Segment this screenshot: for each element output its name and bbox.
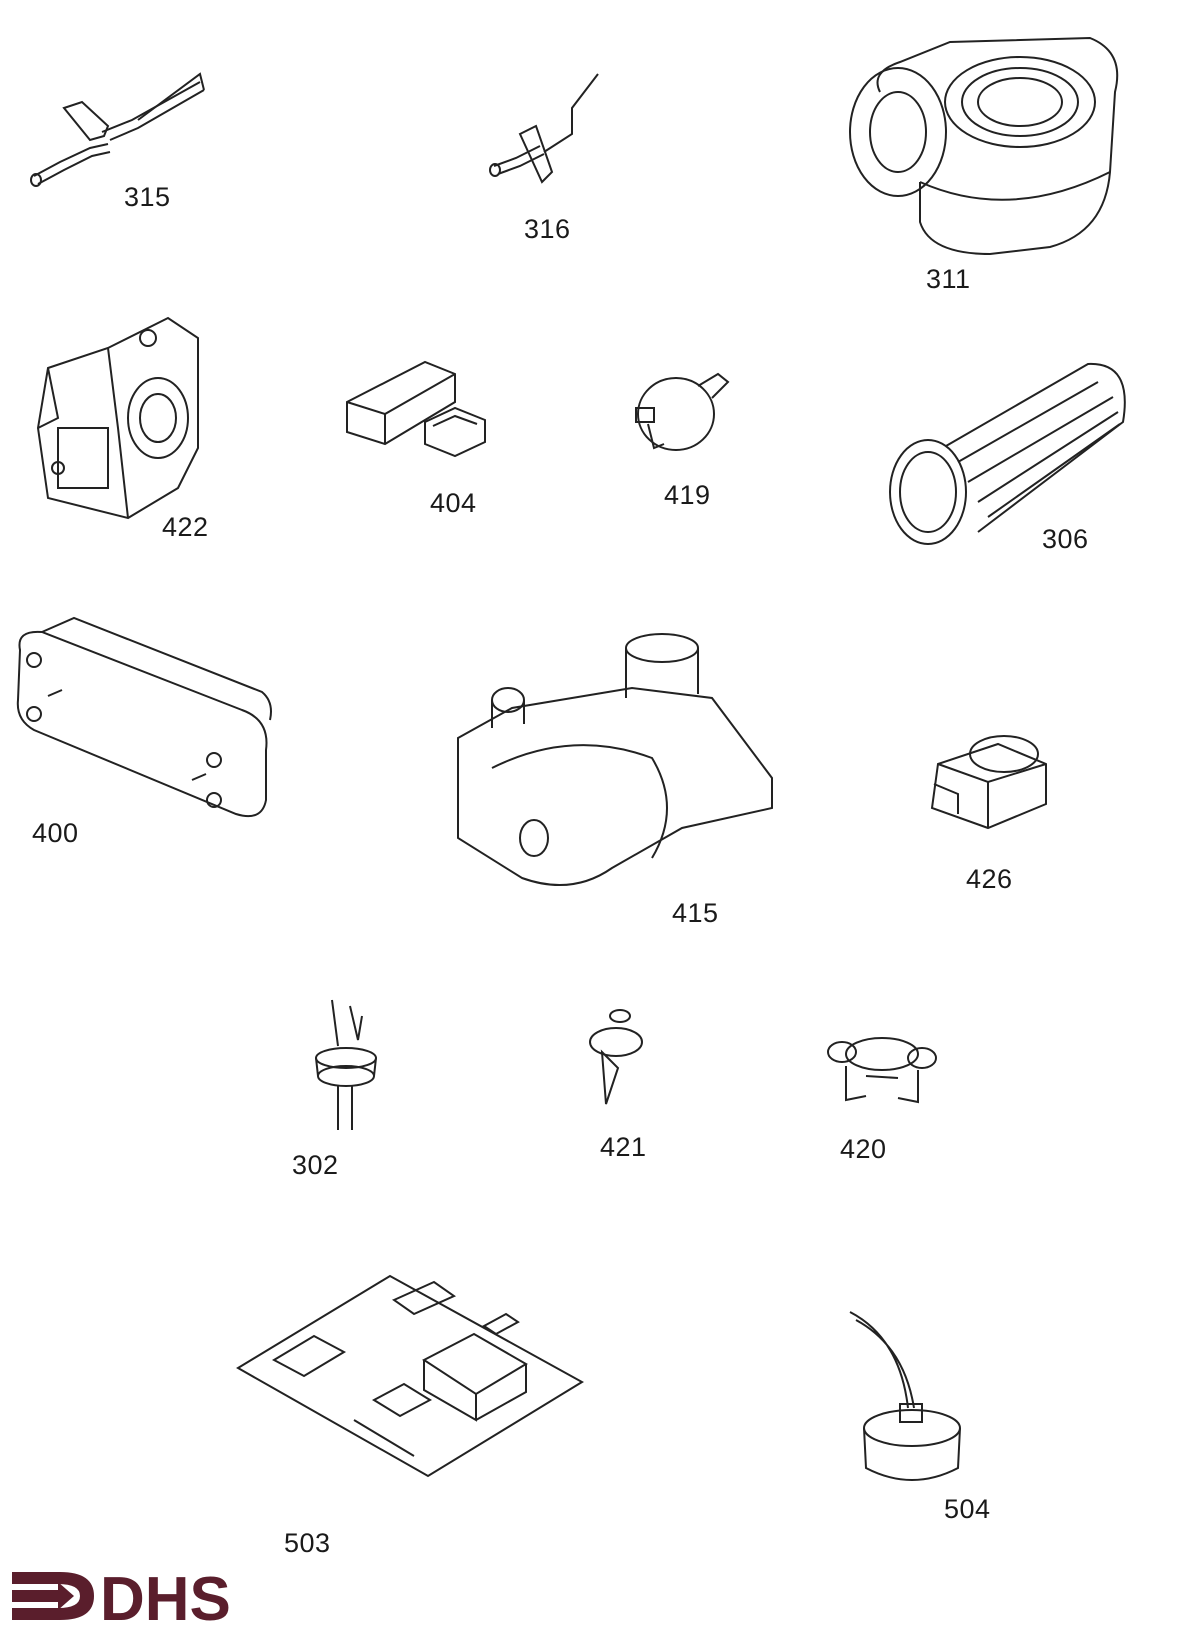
part-label-311: 311	[926, 264, 971, 294]
part-419-pressure-switch	[635, 372, 730, 451]
part-415-pump	[457, 633, 773, 887]
part-label-426: 426	[966, 864, 1013, 894]
part-label-316: 316	[524, 214, 571, 244]
part-421-temp-sensor	[589, 1009, 643, 1105]
part-label-419: 419	[664, 480, 711, 510]
part-503-pcb	[236, 1274, 584, 1478]
part-420-overheat-stat	[827, 1037, 937, 1104]
part-404-ignition-unit	[346, 360, 486, 458]
part-316-sensing-electrode	[489, 73, 599, 184]
part-315-ignition-electrode	[30, 72, 205, 187]
part-label-421: 421	[600, 1132, 647, 1162]
part-426-sensor	[930, 735, 1047, 830]
part-label-504: 504	[944, 1494, 991, 1524]
dhs-logo: DHS	[12, 1565, 231, 1628]
part-label-422: 422	[162, 512, 209, 542]
part-label-415: 415	[672, 898, 719, 928]
logo-text: DHS	[100, 1565, 231, 1628]
part-311-fan	[849, 36, 1119, 256]
part-label-306: 306	[1042, 524, 1089, 554]
part-400-heat-exchanger	[16, 616, 272, 818]
part-504-sensor-cable	[849, 1311, 961, 1481]
part-306-burner	[889, 362, 1126, 545]
part-label-315: 315	[124, 182, 171, 212]
part-422-gas-valve	[36, 316, 199, 520]
part-label-420: 420	[840, 1134, 887, 1164]
part-302-thermistor	[315, 999, 377, 1130]
part-label-400: 400	[32, 818, 79, 848]
part-label-404: 404	[430, 488, 477, 518]
part-label-503: 503	[284, 1528, 331, 1558]
part-label-302: 302	[292, 1150, 339, 1180]
